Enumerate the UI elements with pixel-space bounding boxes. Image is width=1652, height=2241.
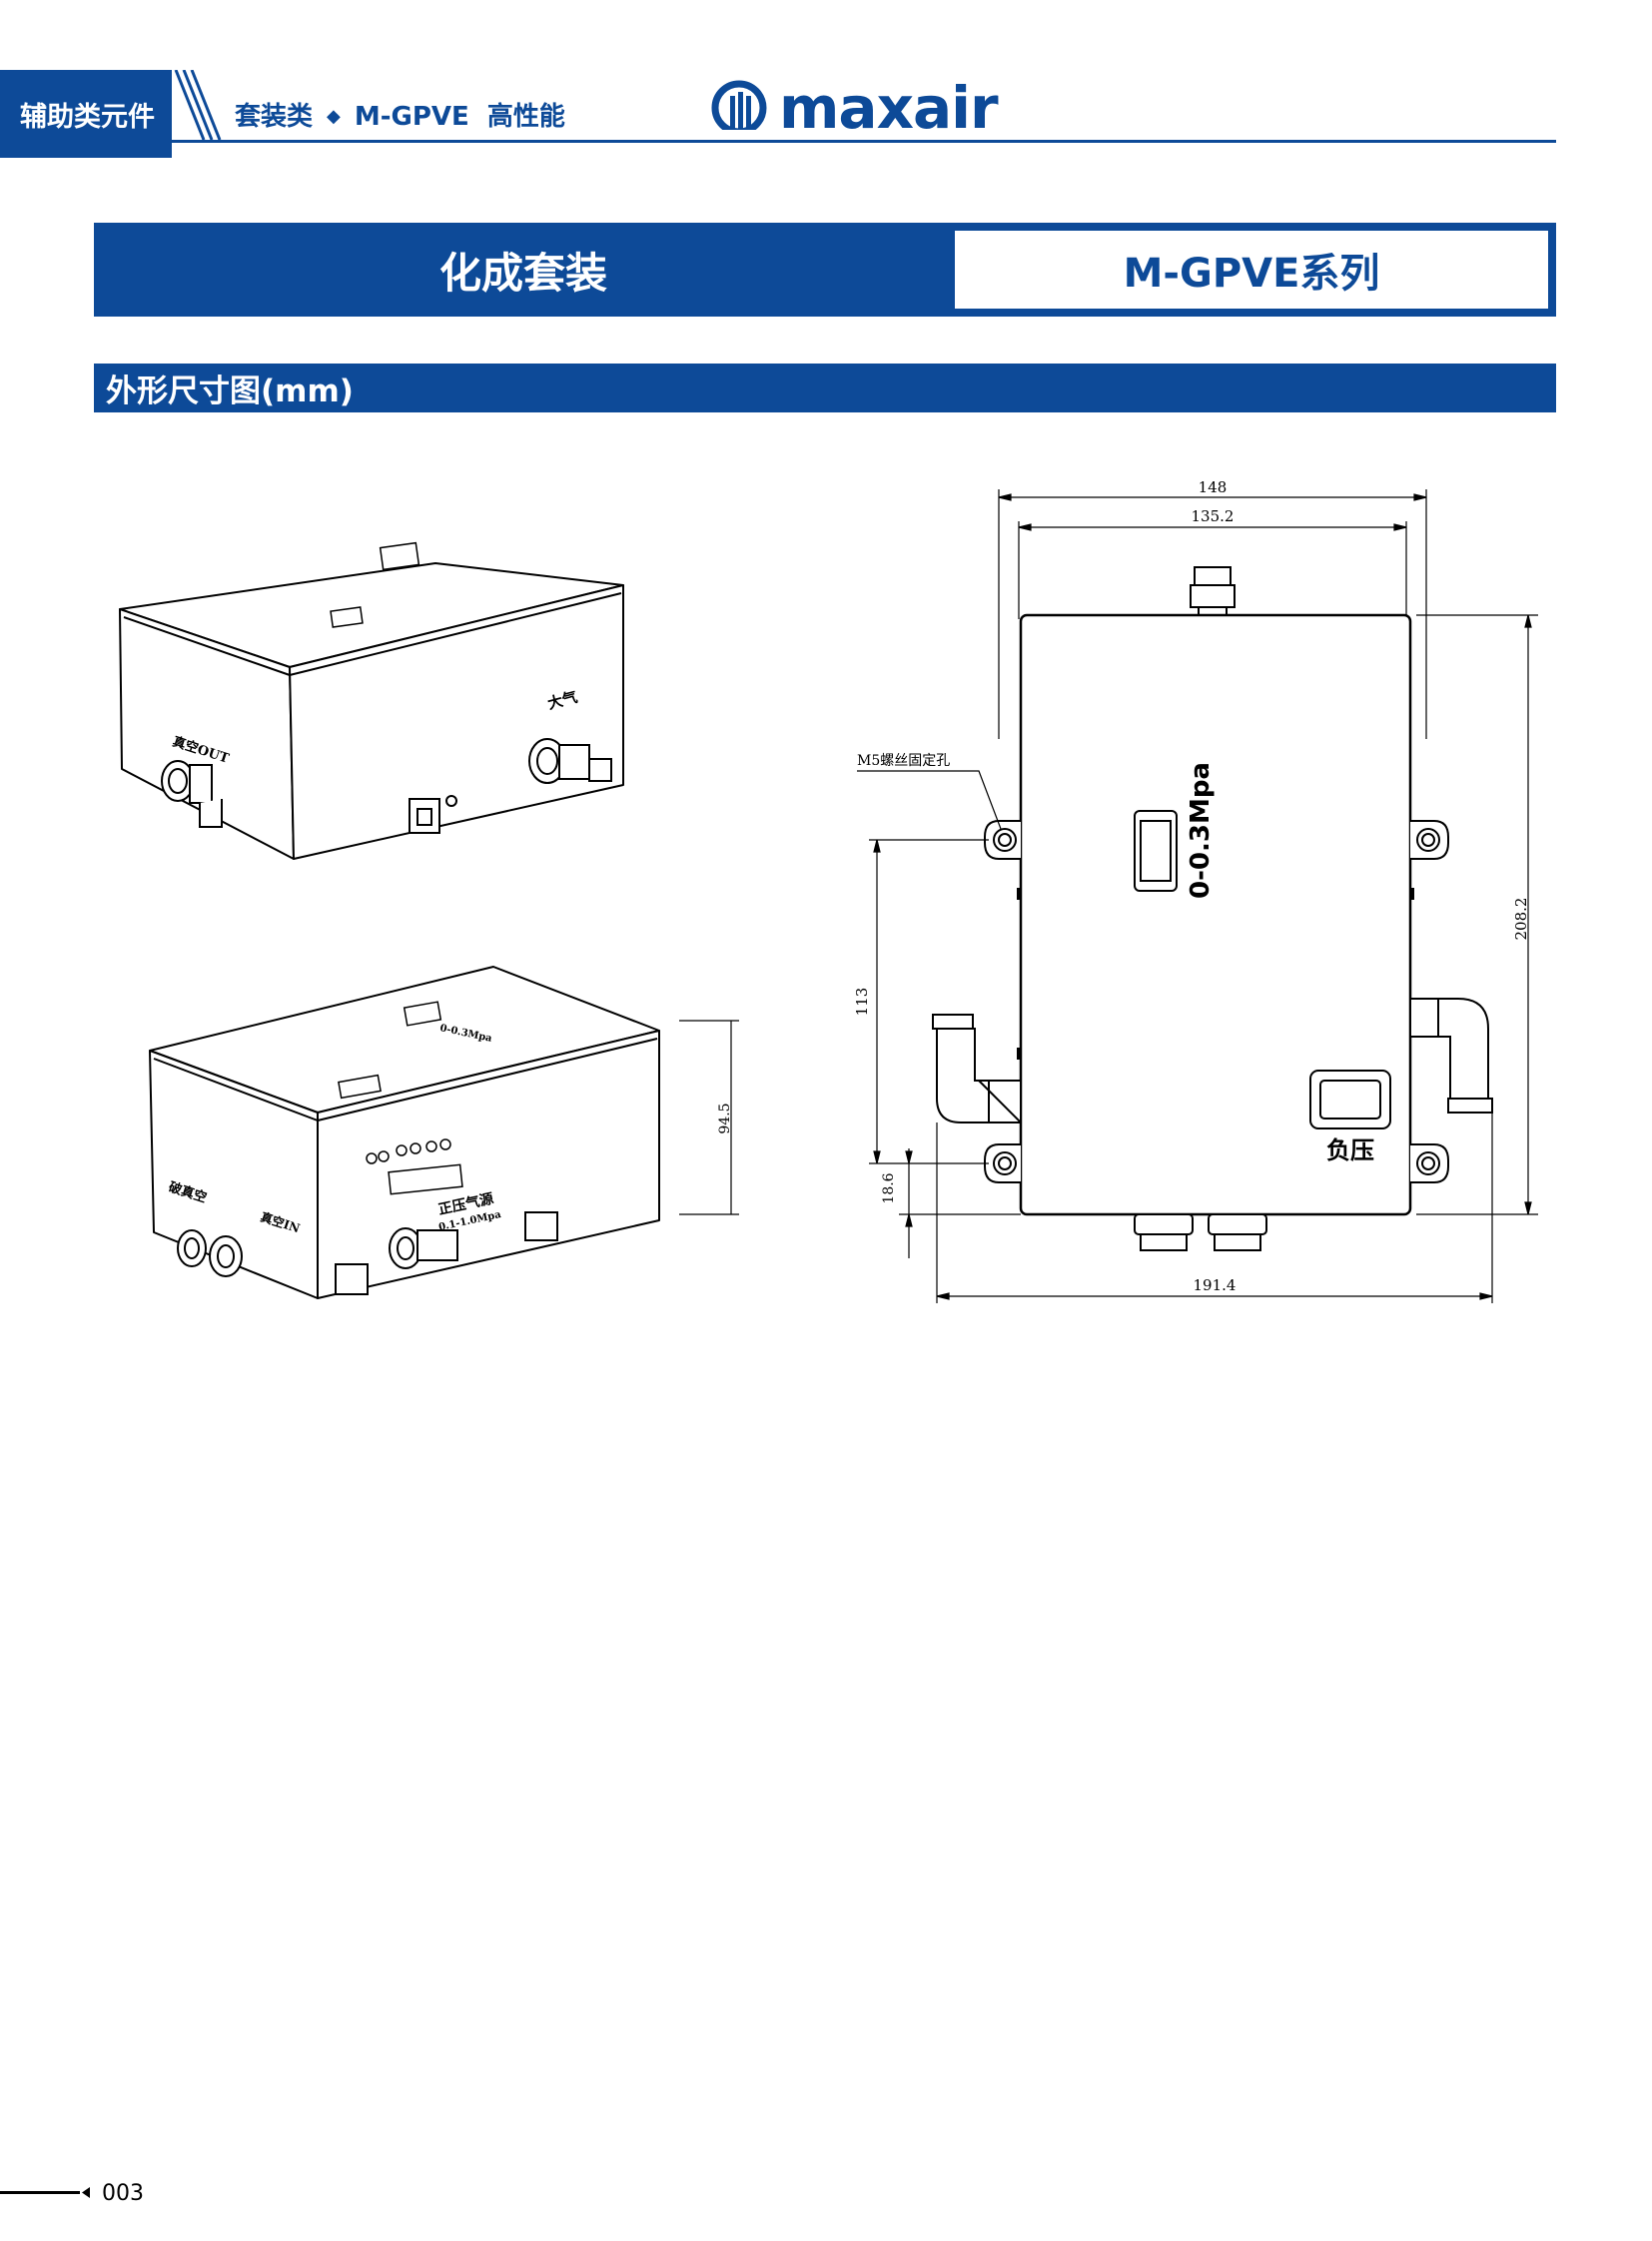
page-marker-icon <box>0 2187 90 2198</box>
dim-hole-spacing: 113 <box>853 988 871 1017</box>
page-number: 003 <box>102 2181 144 2206</box>
dim-total-width: 191.4 <box>1194 1276 1237 1294</box>
header-rule <box>0 140 1556 143</box>
gauge-range-label: 0-0.3Mpa <box>1186 762 1216 899</box>
banner-title-left: 化成套装 <box>438 248 607 298</box>
negative-pressure-label: 负压 <box>1326 1136 1374 1164</box>
breadcrumb-part-3: 高性能 <box>486 102 565 132</box>
breadcrumb-part-2: M-GPVE <box>354 102 469 132</box>
dim-body-height: 94.5 <box>717 1103 733 1133</box>
dim-bottom-offset: 18.6 <box>881 1172 897 1203</box>
category-tab: 辅助类元件 <box>0 70 172 158</box>
dim-overall-height: 208.2 <box>1512 898 1530 941</box>
brand-name: maxair <box>779 74 999 142</box>
banner-title-right: M-GPVE系列 <box>955 231 1548 309</box>
category-stripes-icon <box>174 70 222 141</box>
breadcrumb: 套装类 ◆ M-GPVE 高性能 <box>235 96 565 133</box>
category-label: 辅助类元件 <box>20 101 155 133</box>
isometric-view-top: 真空OUT 大气 <box>119 541 624 860</box>
section-title-text: 外形尺寸图(mm) <box>106 374 354 409</box>
section-title: 外形尺寸图(mm) <box>94 364 1556 412</box>
m5-holes-label: M5螺丝固定孔 <box>857 753 950 769</box>
isometric-view-bottom: 0-0.3Mpa 破真空 真空IN 正压气源 0.1-1.0Mpa 94.5 <box>149 966 739 1299</box>
front-view-drawing: 148 135.2 0-0.3Mpa 负压 <box>853 478 1538 1303</box>
dim-overall-width: 148 <box>1199 478 1228 496</box>
brand-logo-icon <box>711 80 769 136</box>
dim-inner-width: 135.2 <box>1192 507 1235 525</box>
breadcrumb-part-1: 套装类 <box>235 102 314 132</box>
breadcrumb-separator: ◆ <box>327 106 341 127</box>
